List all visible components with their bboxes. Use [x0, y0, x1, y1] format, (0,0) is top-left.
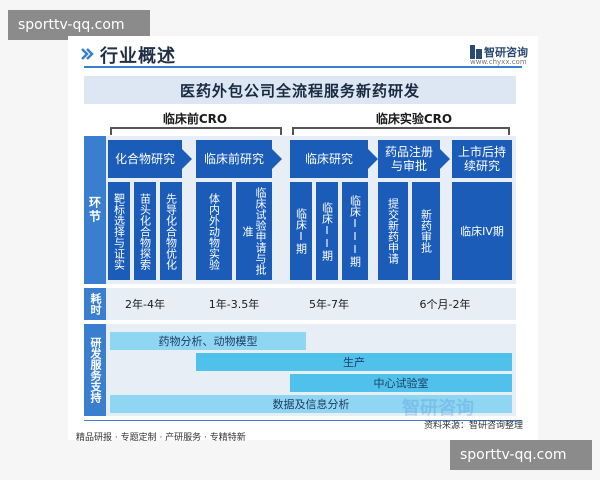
- section-title: 行业概述: [100, 46, 176, 67]
- logo-icon: [470, 44, 482, 59]
- arrow-icon: [182, 149, 192, 169]
- side-label-support: 研发服务支持: [84, 324, 106, 416]
- support-bar-text: 药物分析、动物模型: [158, 335, 258, 348]
- support-bar-text: 中心试验室: [373, 377, 429, 390]
- bracket-preclinical: [110, 127, 282, 135]
- main-title: 医药外包公司全流程服务新药研发: [84, 76, 516, 104]
- sub-box: 体内外动物实验: [196, 182, 232, 280]
- ghost-logo: 智研咨询: [402, 398, 474, 419]
- phase-label-preclinical: 临床前CRO: [162, 112, 228, 126]
- main-title-text: 医药外包公司全流程服务新药研发: [179, 81, 420, 100]
- stage-label: 化合物研究: [114, 152, 175, 166]
- sub-label: 临床III期: [348, 195, 362, 267]
- duration-registration: 6个月-2年: [378, 288, 512, 320]
- source-note: 资料来源：智研咨询整理: [424, 421, 524, 431]
- duration-row-bg: [84, 288, 516, 320]
- sub-label: 先导化合物优化: [164, 192, 178, 270]
- sub-label: 临床IV期: [460, 224, 504, 238]
- sub-label: 临床II期: [320, 201, 334, 261]
- sub-box: 先导化合物优化: [160, 182, 182, 280]
- header-underline: [84, 66, 522, 68]
- stage-header-compound: 化合物研究: [108, 140, 182, 178]
- duration-clinical: 5年-7年: [290, 288, 368, 320]
- side-label-support-text: 研发服务支持: [89, 337, 102, 403]
- sub-label: 体内外动物实验: [207, 192, 221, 270]
- support-bar-analysis: 药物分析、动物模型: [110, 332, 306, 350]
- logo-url: www.chyxx.com: [470, 58, 527, 66]
- watermark-top-text: sporttv-qq.com: [18, 17, 125, 33]
- arrow-icon: [368, 149, 378, 169]
- phase-label-clinical: 临床实验CRO: [375, 112, 453, 126]
- sub-box: 临床III期: [342, 182, 368, 280]
- side-label-stages-text: 环节: [87, 196, 102, 224]
- sub-label: 临床I期: [294, 208, 308, 254]
- side-label-duration: 耗时: [84, 288, 106, 320]
- chevron-icon: [80, 46, 94, 60]
- sub-box: 新药审批: [412, 182, 440, 280]
- arrow-icon: [272, 149, 282, 169]
- sub-label: 临床试验申请与批准: [241, 187, 267, 275]
- watermark-top: sporttv-qq.com: [8, 10, 150, 40]
- stage-label: 临床前研究: [203, 152, 264, 166]
- sub-box: 临床II期: [316, 182, 338, 280]
- duration-preclinical: 1年-3.5年: [196, 288, 272, 320]
- duration-compound: 2年-4年: [112, 288, 178, 320]
- sub-label: 靶标选择与证实: [112, 192, 126, 270]
- duration-text: 2年-4年: [125, 297, 165, 311]
- support-bar-text: 生产: [343, 356, 365, 369]
- stage-header-registration: 药品注册与审批: [378, 140, 440, 178]
- bracket-clinical: [292, 127, 510, 135]
- footer-tagline: 精品研报 · 专题定制 · 产研服务 · 专精特新: [76, 433, 246, 443]
- support-bar-data: 数据及信息分析: [110, 395, 512, 413]
- support-bar-text: 数据及信息分析: [272, 398, 350, 411]
- stage-label: 药品注册与审批: [384, 145, 433, 173]
- arrow-icon: [440, 149, 450, 169]
- side-label-duration-text: 耗时: [89, 293, 102, 315]
- duration-text: 6个月-2年: [419, 297, 471, 311]
- sub-label: 提交新药申请: [386, 198, 400, 264]
- stage-header-postmarket: 上市后持续研究: [452, 140, 512, 178]
- sub-box: 临床试验申请与批准: [236, 182, 272, 280]
- stage-header-preclinical: 临床前研究: [196, 140, 272, 178]
- stage-label: 临床研究: [304, 152, 353, 166]
- sub-box: 靶标选择与证实: [108, 182, 130, 280]
- watermark-bottom: sporttv-qq.com: [450, 440, 592, 470]
- sub-box: 苗头化合物探索: [134, 182, 156, 280]
- side-label-stages: 环节: [84, 136, 106, 284]
- support-bar-lab: 中心试验室: [290, 374, 512, 392]
- duration-text: 5年-7年: [309, 297, 349, 311]
- stage-header-clinical: 临床研究: [290, 140, 368, 178]
- watermark-bottom-text: sporttv-qq.com: [460, 447, 567, 463]
- stage-label: 上市后持续研究: [458, 145, 507, 173]
- sub-box: 提交新药申请: [378, 182, 408, 280]
- logo-name: 智研咨询: [484, 46, 528, 59]
- duration-text: 1年-3.5年: [208, 297, 260, 311]
- sub-box: 临床I期: [290, 182, 312, 280]
- sub-label: 新药审批: [419, 209, 433, 253]
- sub-box: 临床IV期: [452, 182, 512, 280]
- footer-divider: [84, 420, 522, 421]
- support-bar-production: 生产: [196, 353, 512, 371]
- sub-label: 苗头化合物探索: [138, 192, 152, 270]
